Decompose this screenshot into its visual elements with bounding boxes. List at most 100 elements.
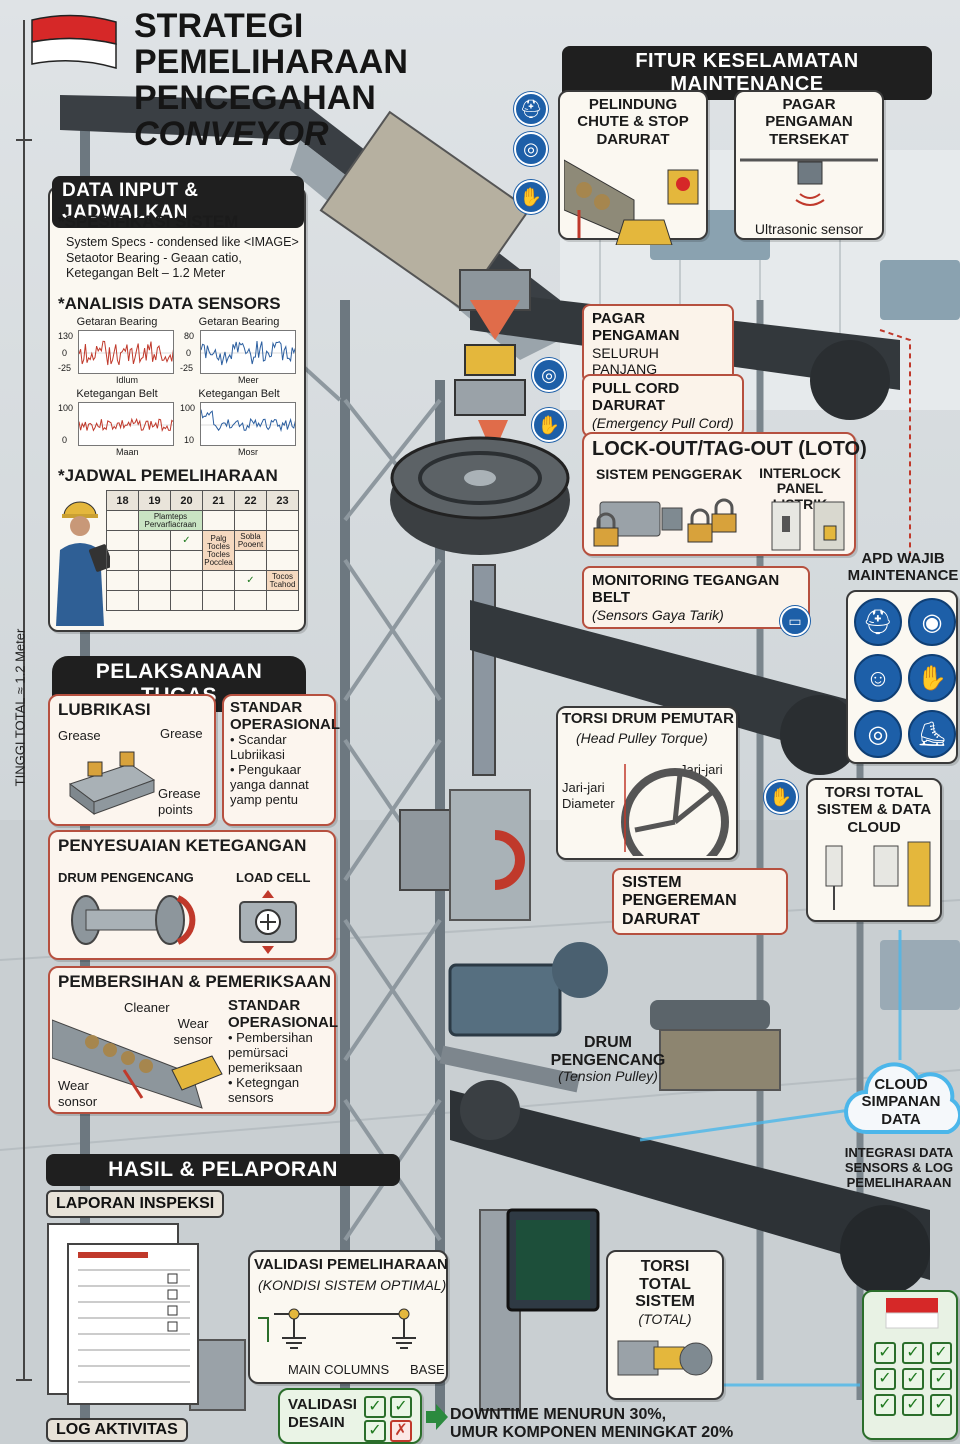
head-pulley-torque-title: TORSI DRUM PEMUTAR xyxy=(562,710,734,727)
wear-sensor-label: Wear sensor xyxy=(173,1016,213,1047)
isolated-fence-card: PAGAR PENGAMAN TERSEKAT Ultrasonic senso… xyxy=(734,90,884,240)
page-title: STRATEGI PEMELIHARAAN PENCEGAHAN CONVEYO… xyxy=(134,7,408,153)
technician-with-tablet-icon xyxy=(56,501,110,626)
load-cell-label: LOAD CELL xyxy=(236,870,311,885)
sensor-chart-1-line xyxy=(78,330,174,374)
padlock-icon xyxy=(593,498,737,547)
full-length-fence-callout: PAGAR PENGAMAN SELURUH PANJANG xyxy=(582,304,734,383)
sensor-chart-2: Getaran Bearing 80 0 -25 Meer xyxy=(180,316,298,386)
check-icon: ✓ xyxy=(390,1396,412,1418)
main-columns-label: MAIN COLUMNS xyxy=(288,1362,390,1377)
schedule-day: 20 xyxy=(170,490,203,511)
cloud-torque-panel: TORSI TOTAL SISTEM & DATA CLOUD xyxy=(806,778,942,922)
sensor-chart-1: Getaran Bearing 130 0 -25 Idlum xyxy=(58,316,176,386)
outcome-text: DOWNTIME MENURUN 30%, UMUR KOMPONEN MENI… xyxy=(450,1406,734,1442)
activity-log-label: LOG AKTIVITAS xyxy=(46,1418,188,1442)
schedule-item: Plamteps Pervarfiacraan xyxy=(138,510,203,531)
indonesia-flag-icon xyxy=(885,1298,939,1329)
sensor-trace-line xyxy=(79,417,173,433)
cleaner-label: Cleaner xyxy=(124,1000,170,1015)
check-icon: ✓ xyxy=(902,1368,924,1390)
boots-icon: ⛸ xyxy=(908,710,956,758)
maintenance-validation-sub: (KONDISI SISTEM OPTIMAL) xyxy=(258,1277,447,1293)
tension-pulley-label: DRUM PENGENCANG (Tension Pulley) xyxy=(550,1034,666,1085)
grease-label: Grease xyxy=(58,728,101,743)
cloud-icon xyxy=(844,1062,960,1134)
belt-cleaner-icon xyxy=(52,1019,223,1109)
sop-item: • Scandar Lubriikasi xyxy=(230,732,287,762)
sensor-chart-3: Ketegangan Belt 100 0 Maan xyxy=(58,388,176,458)
cleaning-inspection-title: PEMBERSIHAN & PEMERIKSAAN xyxy=(58,972,331,991)
ear-protection-icon: ◎ xyxy=(532,358,566,392)
belt-tension-monitoring-callout: MONITORING TEGANGAN BELT (Sensors Gaya T… xyxy=(582,566,810,629)
tension-drum-label: DRUM PENGENCANG xyxy=(58,870,194,885)
grease-label: Grease xyxy=(160,726,203,741)
schedule-day: 21 xyxy=(202,490,235,511)
sensor-chart-2-line xyxy=(200,330,296,374)
maintenance-schedule-title: *JADWAL PEMELIHARAAN xyxy=(58,466,278,485)
ppe-title: APD WAJIB MAINTENANCE xyxy=(847,550,959,585)
lubrication-title: LUBRIKASI xyxy=(58,700,151,719)
design-validation-label: VALIDASI DESAIN xyxy=(288,1396,357,1431)
grease-points-label: Grease points xyxy=(158,786,201,817)
sensor-chart-3-line xyxy=(78,402,174,446)
data-input-header: DATA INPUT & JADWALKAN xyxy=(52,176,304,228)
mask-icon: ☺ xyxy=(854,654,902,702)
schedule-day: 19 xyxy=(138,490,171,511)
hardhat-icon: ⛑ xyxy=(514,92,548,126)
tension-drum-icon xyxy=(71,895,196,945)
chute-guard-card: PELINDUNG CHUTE & STOP DARURAT xyxy=(558,90,708,246)
chute-guard-label: PELINDUNG CHUTE & STOP DARURAT xyxy=(577,96,689,148)
system-spec-title: *SPESIFIKASI SISTEM xyxy=(58,212,239,231)
glove-icon: ✋ xyxy=(532,408,566,442)
maintenance-validation-panel xyxy=(248,1250,448,1384)
maintenance-schedule-table: 18 19 20 21 22 23 Plamteps Pervarfiacraa… xyxy=(106,490,299,611)
ear-protection-icon: ◎ xyxy=(514,132,548,166)
check-icon: ✓ xyxy=(874,1394,896,1416)
base-label: BASE xyxy=(410,1362,445,1377)
load-cell-icon xyxy=(239,890,297,954)
schedule-item: Tocos Tcahod xyxy=(266,570,299,591)
electrical-panel-icon xyxy=(771,501,845,551)
results-reporting-header: HASIL & PELAPORAN xyxy=(46,1154,400,1186)
emergency-stop-icon xyxy=(563,158,699,246)
inspection-report-document-icon xyxy=(47,1223,199,1405)
earmuff-icon: ◎ xyxy=(854,710,902,758)
gloves-icon: ✋ xyxy=(908,654,956,702)
sensor-chart-4-line xyxy=(200,402,296,446)
gearbox-icon xyxy=(617,1340,713,1376)
grease-fitting-icon xyxy=(68,751,156,815)
system-spec-lines: System Specs - condensed like <IMAGE> Se… xyxy=(66,235,299,281)
sop-title: STANDAR OPERASIONAL xyxy=(228,997,339,1031)
check-icon: ✓ xyxy=(902,1342,924,1364)
tension-adjustment-title: PENYESUAIAN KETEGANGAN xyxy=(58,836,307,855)
loto-drive-label: SISTEM PENGGERAK xyxy=(596,466,743,482)
indonesia-flag-icon xyxy=(28,14,120,74)
cloud-storage-label: CLOUD SIMPANAN DATA xyxy=(861,1076,941,1128)
sensor-analysis-title: *ANALISIS DATA SENSORS xyxy=(58,294,281,313)
check-icon: ✓ xyxy=(930,1368,952,1390)
emergency-brake-callout: SISTEM PENGEREMAN DARURAT xyxy=(612,868,788,936)
maintenance-validation-title: VALIDASI PEMELIHARAAN xyxy=(254,1256,448,1273)
loto-title: LOCK-OUT/TAG-OUT (LOTO) xyxy=(592,438,867,460)
schedule-item: Palg Tocles Tocles Pocclea xyxy=(202,530,235,571)
schedule-day: 18 xyxy=(106,490,139,511)
height-dimension-label: TINGGI TOTAL ≈ 1.2 Meter xyxy=(12,628,28,787)
door-interlock-icon xyxy=(825,841,931,910)
sop-title: STANDAR OPERASIONAL xyxy=(230,699,341,733)
sensor-trace-line xyxy=(201,341,295,366)
loto-panel xyxy=(582,432,856,556)
ground-schematic-icon xyxy=(258,1308,416,1349)
data-integration-label: INTEGRASI DATA SENSORS & LOG PEMELIHARAA… xyxy=(844,1145,954,1190)
cleaning-sop-block: STANDAR OPERASIONAL • Pembersihan pemürs… xyxy=(228,997,339,1106)
check-icon: ✓ xyxy=(930,1394,952,1416)
check-icon: ✓ xyxy=(874,1368,896,1390)
pull-cord-callout: PULL CORD DARURAT (Emergency Pull Cord) xyxy=(582,374,744,437)
glove-icon: ✋ xyxy=(514,180,548,214)
check-icon: ✓ xyxy=(902,1394,924,1416)
check-icon: ✓ xyxy=(930,1342,952,1364)
check-icon: ✓ xyxy=(364,1420,386,1442)
sensor-trace-line xyxy=(201,409,295,433)
sop-item: • Pengukaar yanga dannat yamp pentu xyxy=(230,761,309,807)
helmet-icon: ⛑ xyxy=(854,598,902,646)
